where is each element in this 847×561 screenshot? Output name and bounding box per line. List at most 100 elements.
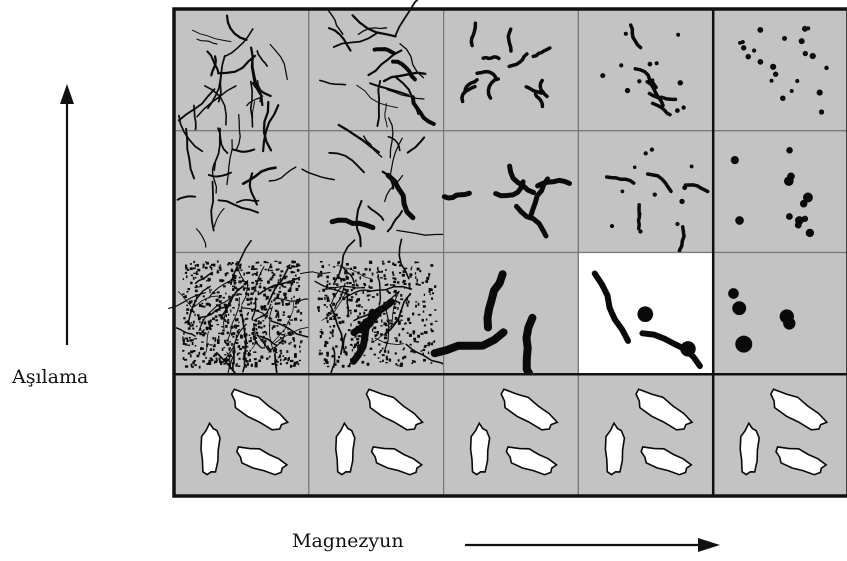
graphite-nodule	[810, 53, 816, 59]
graphite-speck	[284, 357, 286, 360]
graphite-nodule	[682, 185, 687, 190]
graphite-speck	[395, 295, 396, 297]
graphite-speck	[394, 264, 397, 266]
graphite-speck	[256, 272, 258, 274]
graphite-speck	[187, 291, 189, 293]
graphite-speck	[196, 332, 198, 335]
graphite-speck	[183, 278, 184, 280]
graphite-speck	[296, 311, 297, 313]
graphite-speck	[337, 317, 340, 319]
graphite-speck	[202, 267, 204, 269]
graphite-speck	[247, 293, 249, 295]
graphite-speck	[205, 267, 208, 269]
graphite-speck	[207, 287, 210, 289]
graphite-speck	[260, 316, 263, 317]
graphite-speck	[409, 334, 412, 337]
graphite-speck	[268, 296, 269, 299]
graphite-speck	[270, 318, 272, 320]
graphite-speck	[384, 278, 387, 280]
graphite-speck	[211, 325, 213, 327]
graphite-speck	[403, 349, 404, 351]
graphite-speck	[347, 307, 349, 309]
graphite-speck	[268, 268, 270, 271]
morphology-grid	[169, 0, 847, 496]
graphite-speck	[326, 285, 328, 288]
graphite-speck	[297, 269, 300, 271]
graphite-speck	[298, 300, 300, 302]
graphite-speck	[235, 318, 237, 321]
graphite-speck	[229, 341, 230, 343]
graphite-speck	[209, 344, 212, 345]
graphite-speck	[320, 274, 322, 276]
graphite-speck	[183, 332, 184, 335]
graphite-speck	[408, 283, 410, 286]
graphite-speck	[333, 283, 336, 285]
graphite-speck	[328, 287, 330, 289]
graphite-speck	[277, 319, 280, 321]
graphite-speck	[278, 279, 280, 281]
graphite-speck	[403, 283, 406, 285]
graphite-speck	[241, 306, 242, 308]
graphite-speck	[327, 320, 329, 323]
graphite-speck	[188, 322, 190, 323]
graphite-speck	[232, 307, 235, 309]
graphite-speck	[357, 316, 359, 319]
graphite-speck	[239, 266, 241, 269]
graphite-speck	[294, 306, 296, 308]
graphite-speck	[233, 350, 235, 353]
graphite-speck	[235, 342, 238, 344]
graphite-speck	[409, 288, 412, 289]
graphite-speck	[227, 321, 229, 323]
graphite-speck	[229, 348, 230, 351]
graphite-speck	[183, 341, 185, 343]
graphite-speck	[416, 279, 417, 282]
graphite-speck	[392, 271, 394, 273]
graphite-speck	[352, 349, 353, 351]
graphite-speck	[277, 361, 279, 363]
graphite-speck	[320, 261, 323, 263]
graphite-speck	[255, 280, 258, 282]
graphite-speck	[298, 309, 300, 312]
graphite-speck	[398, 261, 401, 263]
graphite-speck	[318, 310, 320, 312]
graphite-speck	[283, 330, 285, 332]
graphite-speck	[242, 346, 245, 348]
graphite-speck	[254, 287, 256, 289]
graphite-speck	[245, 281, 248, 284]
graphite-speck	[239, 277, 241, 278]
graphite-speck	[340, 278, 343, 280]
graphite-speck	[197, 314, 199, 316]
graphite-speck	[190, 350, 193, 353]
graphite-speck	[237, 261, 240, 263]
graphite-speck	[227, 264, 229, 266]
graphite-speck	[273, 274, 275, 276]
graphite-speck	[270, 264, 271, 266]
graphite-nodule	[741, 40, 745, 44]
graphite-speck	[367, 295, 370, 297]
graphite-speck	[431, 297, 433, 299]
graphite-speck	[376, 293, 378, 296]
graphite-speck	[205, 299, 207, 301]
graphite-nodule	[679, 199, 684, 204]
graphite-speck	[206, 328, 208, 331]
graphite-speck	[275, 285, 278, 287]
graphite-speck	[191, 364, 193, 367]
graphite-speck	[281, 334, 284, 335]
graphite-speck	[291, 271, 292, 272]
graphite-speck	[246, 318, 249, 320]
graphite-nodule	[803, 193, 813, 203]
graphite-speck	[253, 351, 256, 353]
graphite-speck	[271, 286, 274, 288]
graphite-speck	[265, 317, 266, 319]
graphite-speck	[269, 278, 272, 280]
graphite-speck	[225, 293, 227, 295]
graphite-speck	[239, 294, 242, 295]
graphite-speck	[399, 265, 402, 267]
graphite-speck	[393, 306, 396, 309]
graphite-speck	[213, 349, 215, 351]
graphite-speck	[295, 300, 298, 302]
graphite-speck	[385, 362, 388, 363]
graphite-speck	[276, 269, 279, 271]
graphite-nodule	[633, 166, 637, 170]
graphite-speck	[416, 341, 419, 342]
